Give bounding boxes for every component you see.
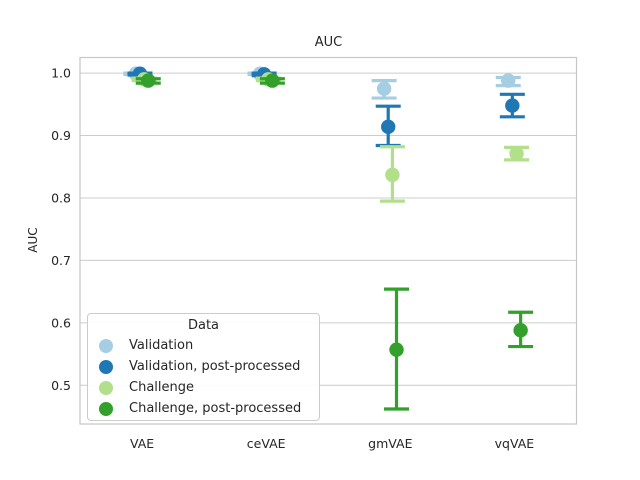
x-tick-label: vqVAE [495,436,535,451]
legend-marker-challenge-pp-icon [99,401,113,416]
legend-item: Challenge, post-processed [88,398,319,419]
x-tick-label: ceVAE [247,436,286,451]
y-tick-label: 0.6 [51,315,71,330]
chart-title: AUC [314,35,343,50]
plot-frame [79,56,578,425]
legend-item: Challenge [88,377,319,398]
legend-label: Challenge, post-processed [129,401,302,416]
data-point [381,119,396,135]
x-tick-label: VAE [130,436,154,451]
y-axis-label: AUC [26,227,40,253]
y-tick-label: 0.7 [51,253,71,268]
legend-item: Validation, post-processed [88,356,319,377]
data-point [265,73,280,88]
legend-marker-challenge-icon [99,380,113,395]
data-point [509,146,524,161]
y-tick-label: 0.5 [51,378,71,393]
legend: Data Validation Validation, post-process… [87,313,320,421]
legend-item: Validation [88,335,319,356]
data-point [385,167,400,183]
legend-label: Validation [129,338,194,353]
legend-marker-validation-icon [99,338,113,353]
x-tick-label: gmVAE [368,436,412,451]
y-tick-label: 0.9 [51,128,71,143]
data-point [141,73,156,88]
legend-label: Challenge [129,380,194,395]
legend-label: Validation, post-processed [129,359,301,374]
legend-marker-validation-pp-icon [99,359,113,374]
y-tick-label: 1.0 [51,66,71,81]
y-tick-label: 0.8 [51,190,71,205]
data-point [501,73,516,88]
data-point [376,81,392,96]
legend-title: Data [187,318,220,333]
data-point [513,323,528,338]
data-point [389,342,404,357]
data-point [505,98,520,113]
